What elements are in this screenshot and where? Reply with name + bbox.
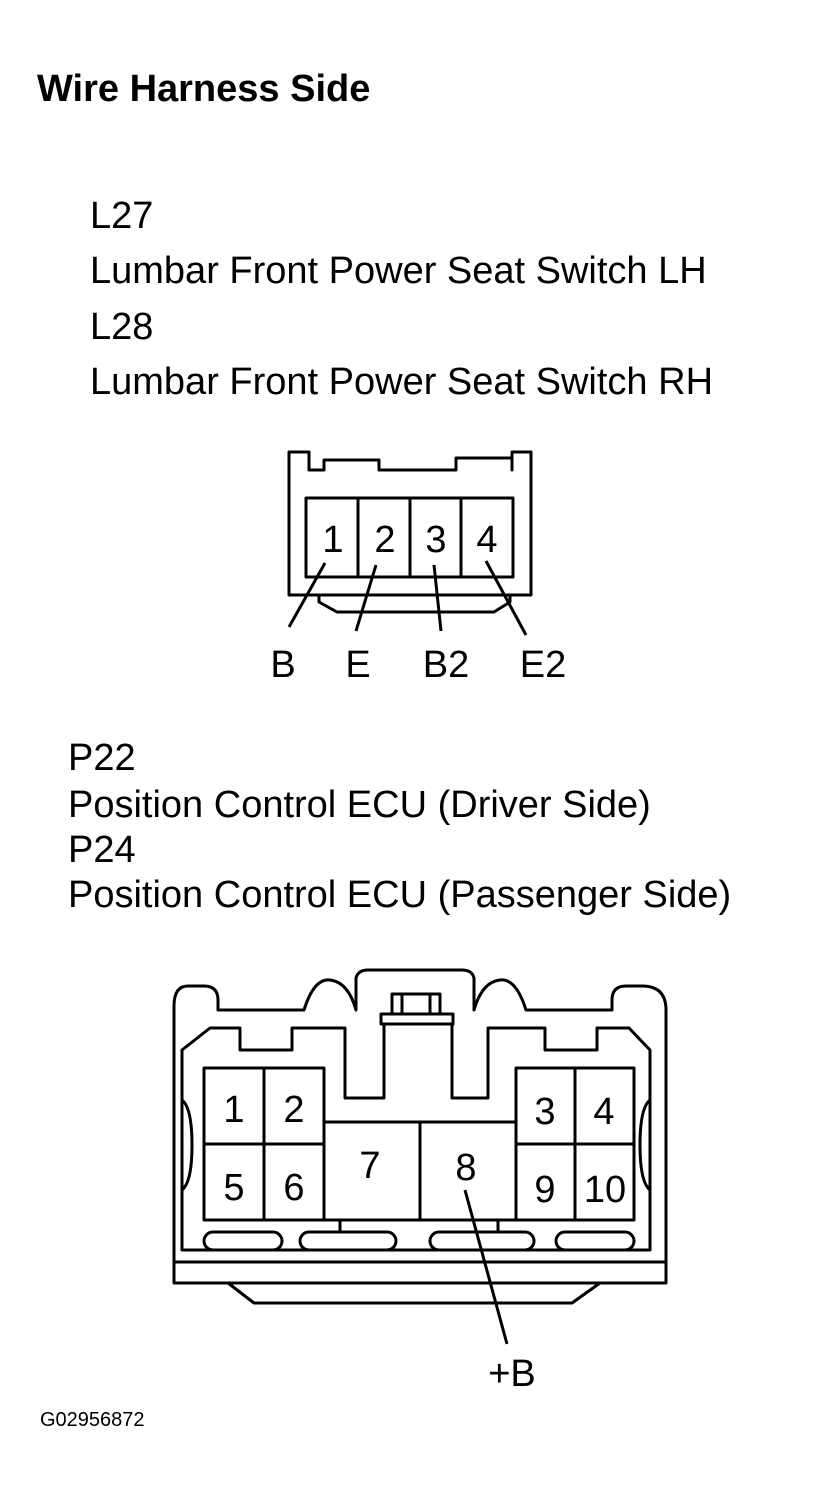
connector-4pin-ledge: [317, 595, 512, 614]
pin-label: 3: [425, 519, 446, 561]
terminal-label-b2: B2: [423, 644, 469, 686]
pin-label: 3: [534, 1091, 555, 1133]
connector-10pin-cavity: [180, 1022, 652, 1252]
connector-id-p24: P24: [68, 829, 136, 871]
pin-label: 10: [584, 1169, 626, 1211]
leader-line-b: [287, 562, 327, 628]
pin-label: 4: [476, 519, 497, 561]
pin-label: 1: [223, 1089, 244, 1131]
connector-name-p22: Position Control ECU (Driver Side): [68, 784, 651, 826]
leader-line-e2: [484, 560, 528, 636]
leader-line-plus-b: [463, 1189, 509, 1345]
pin-label: 8: [455, 1147, 476, 1189]
terminal-label-b: B: [270, 644, 295, 686]
pin-label: 2: [283, 1089, 304, 1131]
connector-4pin-housing: [287, 450, 533, 597]
leader-line-b2: [432, 564, 443, 632]
connector-name-l28: Lumbar Front Power Seat Switch RH: [90, 361, 714, 403]
pin-label: 1: [322, 519, 343, 561]
terminal-label-plus-b: +B: [488, 1353, 536, 1395]
connector-id-l27: L27: [90, 195, 154, 237]
pin-label: 5: [223, 1167, 244, 1209]
connector-4pin: [287, 450, 533, 636]
connector-10pin: [172, 968, 668, 1345]
connector-10pin-base: [172, 1262, 668, 1285]
connector-10pin-housing: [172, 968, 668, 1264]
connector-id-p22: P22: [68, 737, 136, 779]
figure-code: G02956872: [40, 1409, 145, 1431]
pin-label: 7: [359, 1145, 380, 1187]
pin-label: 2: [374, 519, 395, 561]
pin-label: 6: [283, 1167, 304, 1209]
connector-name-p24: Position Control ECU (Passenger Side): [68, 874, 732, 916]
pin-label: 9: [534, 1169, 555, 1211]
pin-label: 4: [593, 1091, 614, 1133]
connector-name-l27: Lumbar Front Power Seat Switch LH: [90, 250, 707, 292]
connector-id-l28: L28: [90, 306, 154, 348]
terminal-label-e2: E2: [520, 644, 566, 686]
terminal-label-e: E: [345, 644, 370, 686]
connector-10pin-latch: [390, 992, 442, 1016]
leader-line-e: [354, 564, 378, 632]
page-title: Wire Harness Side: [37, 68, 371, 110]
